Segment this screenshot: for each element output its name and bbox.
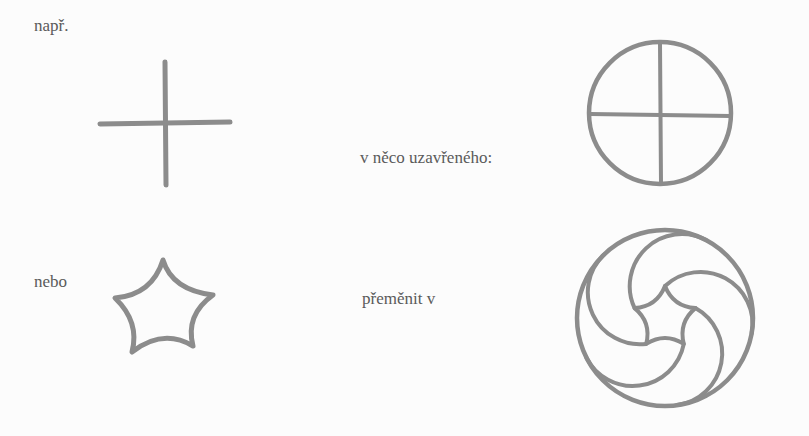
cross-figure xyxy=(100,62,230,185)
closed-cross-figure xyxy=(589,42,731,184)
swirl-figure xyxy=(577,230,753,406)
caption-text: v něco uzavřeného: xyxy=(360,148,492,168)
caption-text: nebo xyxy=(34,272,67,292)
caption-text: přeměnit v xyxy=(362,289,435,309)
caption-text: např. xyxy=(34,16,68,36)
star-figure xyxy=(115,260,213,352)
